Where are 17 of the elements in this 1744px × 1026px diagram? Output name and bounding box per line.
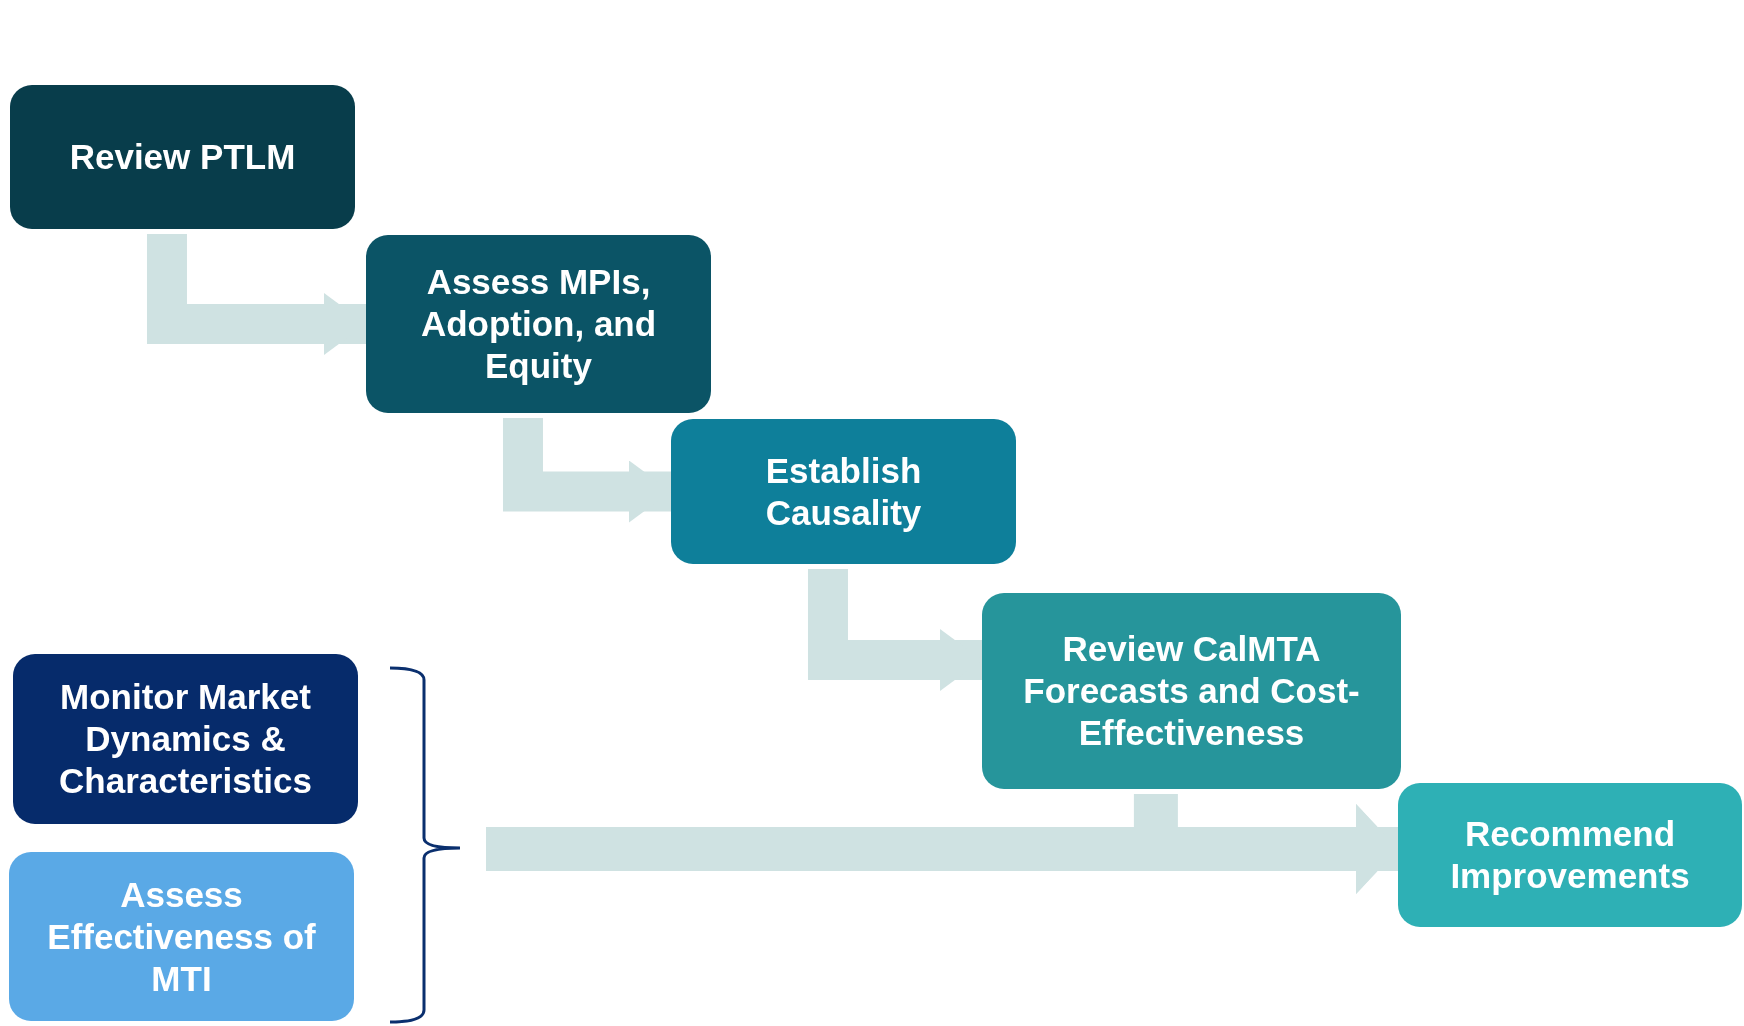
block-arrow	[808, 569, 982, 691]
process-box	[982, 593, 1401, 789]
step-label: Monitor Market Dynamics & Characteristics	[58, 676, 313, 802]
step-label: Review PTLM	[69, 136, 296, 178]
process-box	[366, 235, 711, 413]
block-arrow	[503, 418, 671, 523]
step-label: Establish Causality	[764, 449, 923, 534]
process-box	[10, 85, 355, 229]
step-label: Assess Effectiveness of MTI	[46, 873, 317, 1000]
process-box	[13, 654, 358, 824]
step-label: Review CalMTA Forecasts and Cost-Effectiveness	[1022, 628, 1361, 754]
process-box	[671, 419, 1016, 564]
step-label: Recommend Improvements	[1449, 813, 1691, 897]
step-label: Assess MPIs, Adoption, and Equity	[419, 261, 658, 387]
process-box	[9, 852, 354, 1021]
process-box	[1398, 783, 1742, 927]
block-arrow	[147, 234, 366, 355]
